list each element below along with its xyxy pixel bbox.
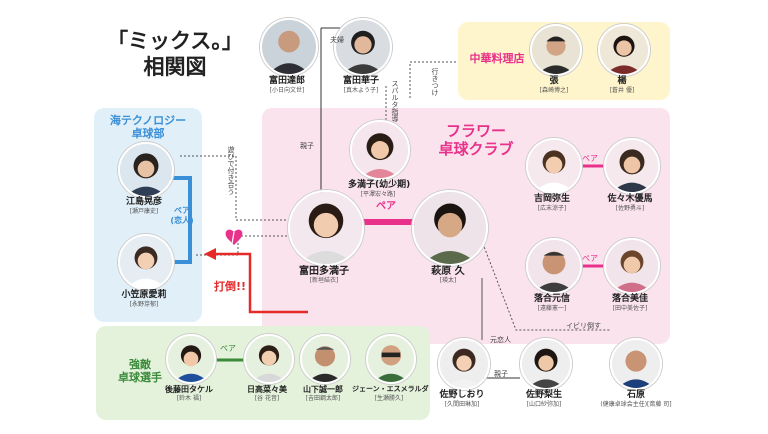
name-cho: 張[森崎博之] [539,76,569,94]
label-spartan: スパルタ指導 [391,80,399,122]
portrait-tako [350,120,410,180]
page-title: 「ミックス。」 相関図 [100,28,250,80]
portrait-hibino [244,334,294,384]
portrait-tomita-hanako [334,18,392,76]
portrait-yoshioka [526,138,582,194]
portrait-ogasawara [118,234,174,290]
label-ibiri: イビリ倒す [566,322,601,330]
name-sasaki: 佐々木優馬[佐野勇斗] [607,194,653,212]
title-line2: 相関図 [143,55,207,79]
portrait-rin [598,24,650,76]
portrait-yamashita [300,334,350,384]
label-asobi: 遊びで付き合う [227,146,235,195]
label-pair-yoshioka: ペア [582,154,598,163]
name-ejima: 江島晃彦[瀬戸康史] [125,197,162,215]
group-title-chuka: 中華料理店 [469,52,525,65]
portrait-ochiai-y [604,238,660,294]
name-hibino: 日高菜々美[谷 花音] [247,385,287,402]
name-hagiwara: 萩原 久[瑛太] [431,266,465,284]
name-tako: 多満子(幼少期)[平澤宏々路] [348,180,411,198]
label-motokareshi: 元恋人 [490,336,511,344]
name-goto: 後藤田タケル[鈴木 福] [165,385,213,402]
portrait-ejima [118,142,174,198]
name-tomita-hanako: 富田華子[真木よう子] [342,76,379,94]
name-sano-rio: 佐野梨生[山口紗弥加] [525,390,562,408]
label-pair-koibito: ペア (恋人) [170,206,194,225]
name-ochiai-m: 落合元信[遠藤憲一] [533,294,570,312]
label-pair-ochiai: ペア [582,254,598,263]
portrait-cho [530,24,582,76]
group-title-kai: 海テクノロジー 卓球部 [109,114,187,140]
label-pair-kyoteki: ペア [220,344,236,353]
portrait-tomita-tatsuo [260,18,318,76]
name-ogasawara: 小笠原愛莉[永野芽郁] [121,290,167,308]
name-sano-shiori: 佐野しおり[久間田琳加] [439,390,485,408]
name-ochiai-y: 落合美佳[田中美佐子] [611,294,648,312]
portrait-sasaki [604,138,660,194]
group-title-flower: フラワー 卓球クラブ [438,122,514,158]
portrait-sano-rio [520,338,572,390]
name-jane: ジェーン・エスメラルダ[生瀬勝久] [352,385,429,402]
name-tomita-tatsuo: 富田達郎[小日向文世] [268,76,305,94]
title-line1: 「ミックス。」 [107,29,243,53]
label-fufu: 夫婦 [330,36,344,44]
name-rin: 楊[蒼井 優] [609,76,635,94]
portrait-ochiai-m [526,238,582,294]
label-dato: 打倒!! [214,280,247,293]
name-tamako: 富田多満子[新垣結衣] [299,266,349,284]
portrait-goto [166,334,216,384]
label-pair-main: ペア [376,201,396,212]
name-ishihara: 石原(健康卓球会主任)[斎藤 司] [600,390,672,408]
portrait-tamako [288,190,364,266]
group-title-kyoteki: 強敵 卓球選手 [118,358,162,384]
label-oyako1: 親子 [300,142,314,150]
portrait-hagiwara [412,190,488,266]
portrait-jane [366,334,416,384]
label-oyako2: 親子 [494,370,508,378]
label-ikitsuke: 行きつけ [431,68,439,96]
name-yamashita: 山下誠一郎[吉田鋼太郎] [303,385,343,402]
portrait-sano-shiori [438,338,490,390]
name-yoshioka: 吉岡弥生[広末涼子] [533,194,570,212]
portrait-ishihara [610,338,662,390]
